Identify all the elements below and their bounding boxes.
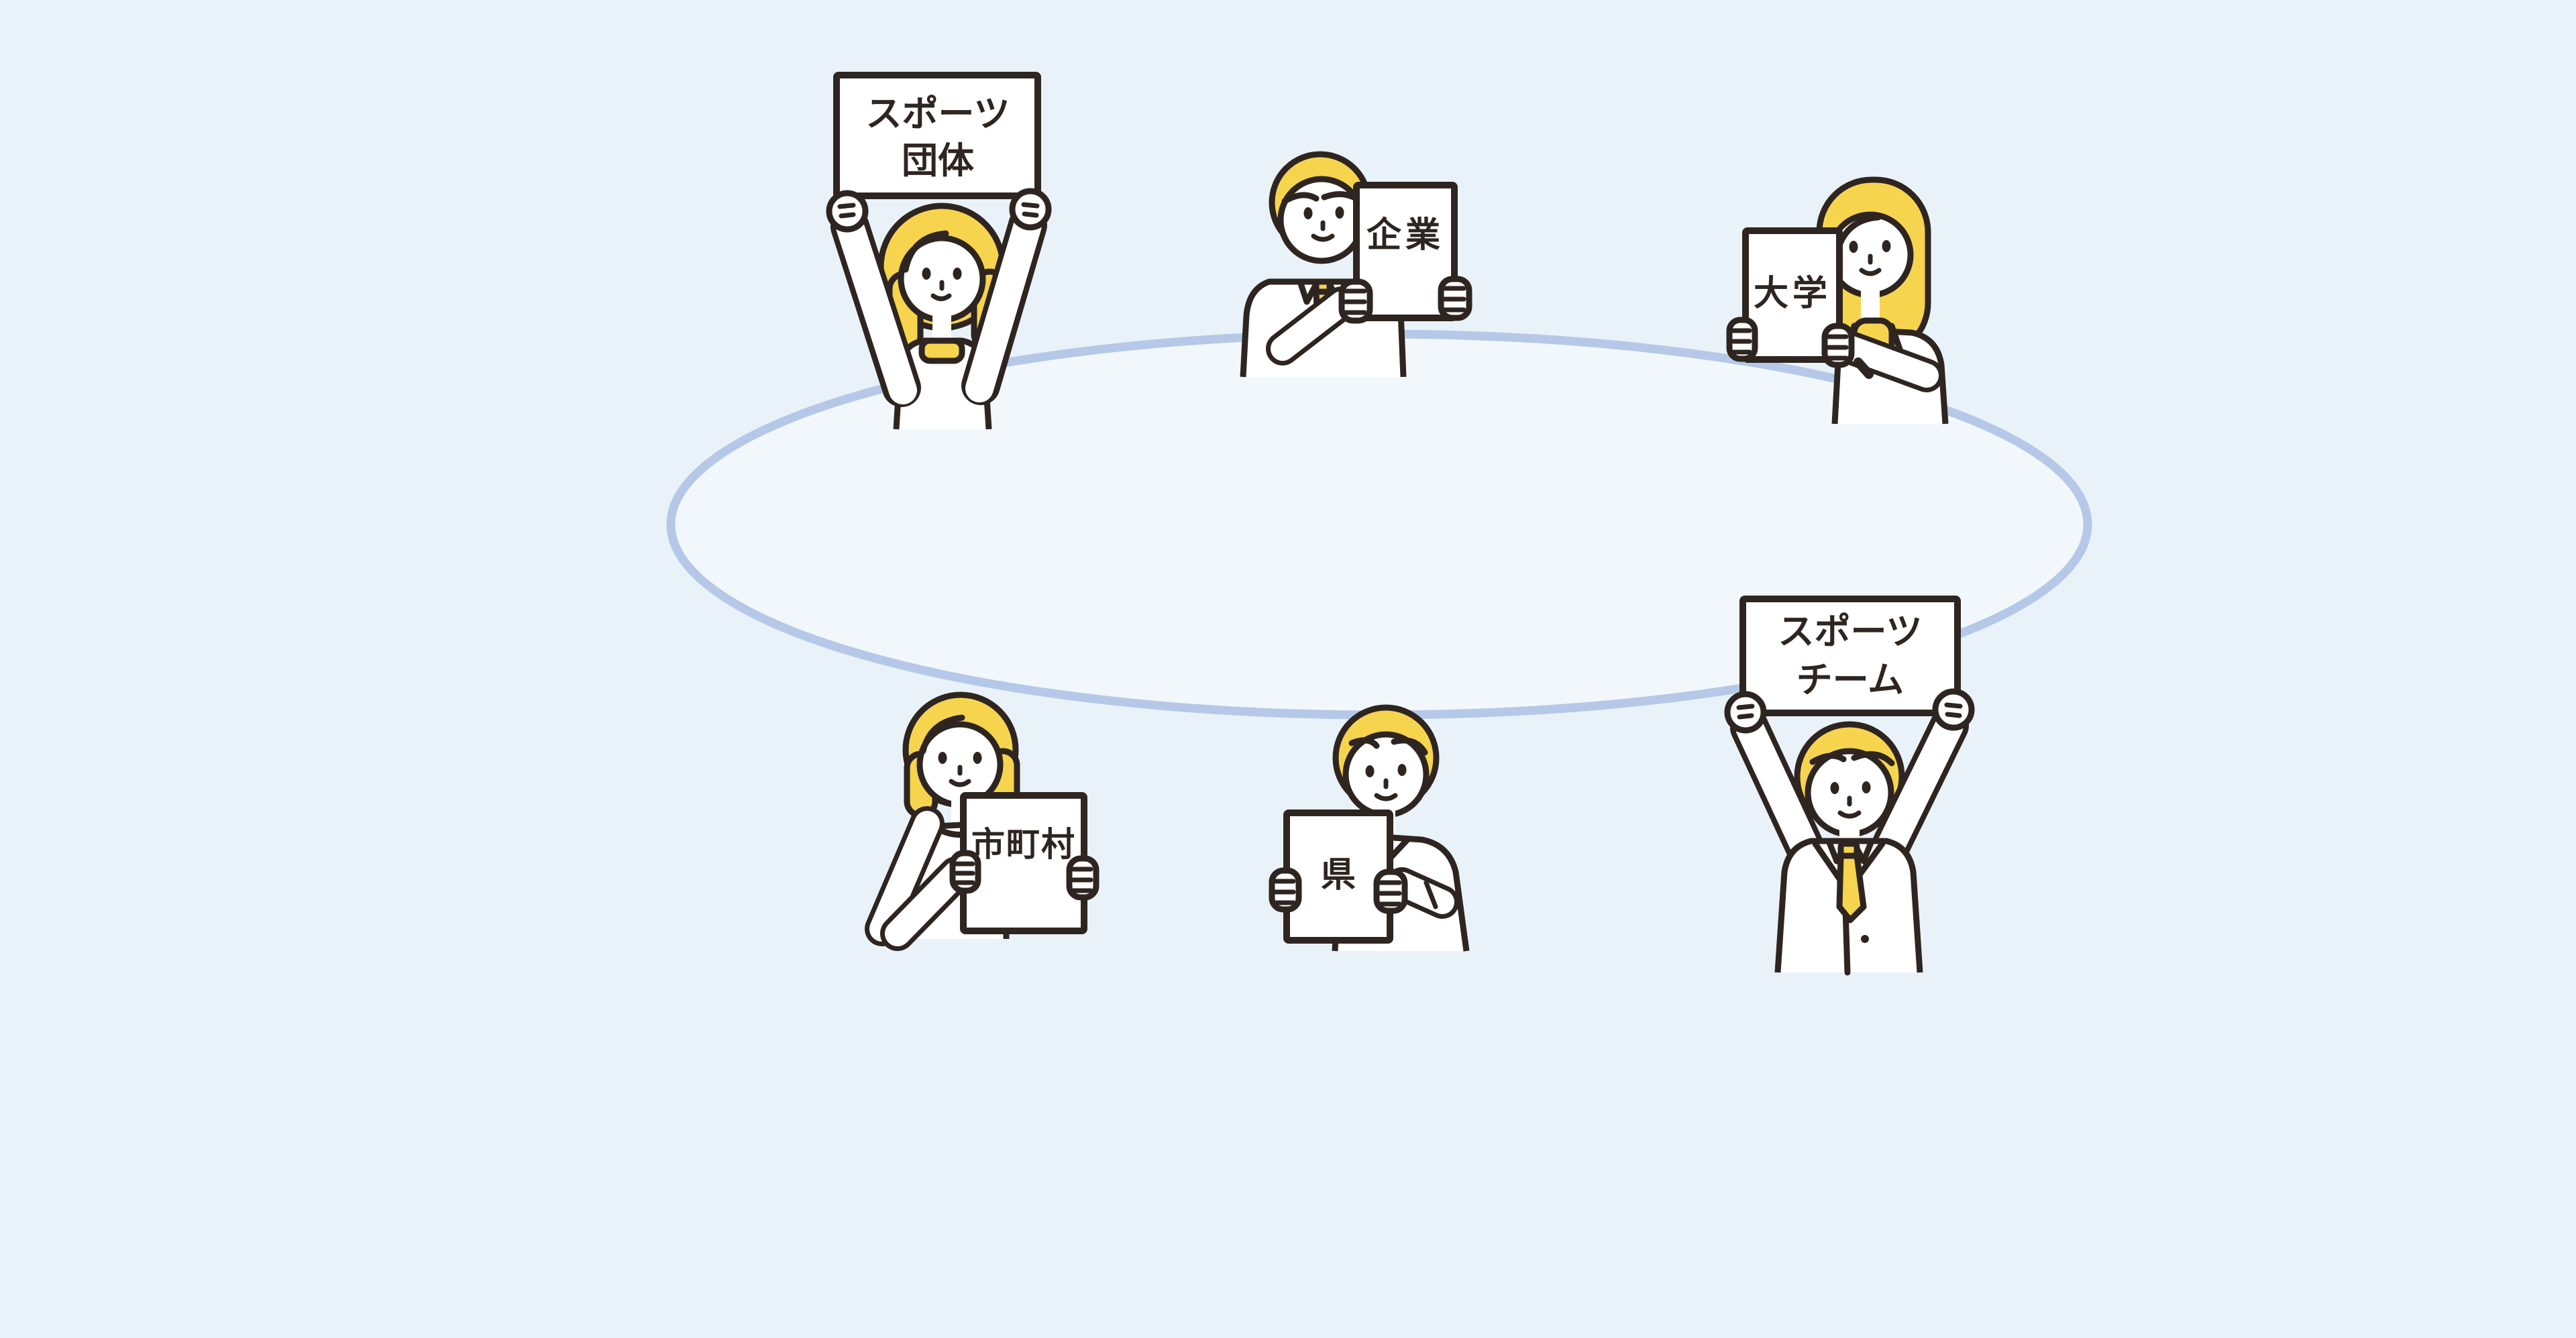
sign-sports-organization [833,72,1041,199]
crossing-forearm [1266,286,1358,366]
face [1342,731,1430,818]
gripping-hands [949,850,1099,901]
sign-label-university: 大学 [1754,274,1831,314]
face-features [938,752,982,787]
fists [826,188,1052,233]
fringe [1809,751,1895,767]
face-features [1365,764,1407,801]
person-university: 大学 [1726,176,1949,425]
gripping-hands [1726,317,1855,368]
person-company: 企業 [1240,151,1472,378]
sign-sports-team [1739,596,1961,716]
face-features [922,268,962,301]
gripping-hands [1338,276,1472,324]
camisole [918,337,965,364]
crossing-forearm [1385,867,1459,919]
face [1277,176,1366,264]
raised-arms [830,206,1047,407]
face-features [1303,207,1344,242]
sign-label-prefecture: 県 [1321,855,1356,895]
suit-button [1861,935,1869,943]
bangs [920,714,965,755]
sign-label-company: 企業 [1366,215,1444,256]
sign-university [1742,227,1843,363]
face [1805,748,1894,838]
person-municipalities: 市町村 [865,691,1099,951]
rolled-cuff [1424,880,1438,909]
bangs [902,230,949,273]
tie [1836,840,1867,924]
person-sports-organization: スポーツ 団体 [826,72,1052,430]
sign-label-municipalities: 市町村 [971,825,1076,864]
face-features [1830,781,1871,819]
sign-company [1353,182,1458,321]
sign-label-sports-organization-line1: スポーツ [866,93,1010,135]
raised-arms [1730,706,1969,866]
fists [1724,688,1975,734]
gripping-hands [1269,867,1408,914]
watch [1854,357,1874,379]
sign-label-sports-team-line1: スポーツ [1778,610,1923,653]
sign-label-sports-organization-line2: 団体 [902,140,974,182]
bent-arm [865,806,973,951]
person-sports-team: スポーツ チーム [1724,596,1975,976]
sign-label-sports-team-line2: チーム [1796,659,1904,701]
person-prefecture: 県 [1269,704,1470,952]
fringe [1348,737,1428,756]
crossing-forearm [1829,329,1943,392]
face-features [1849,240,1891,276]
